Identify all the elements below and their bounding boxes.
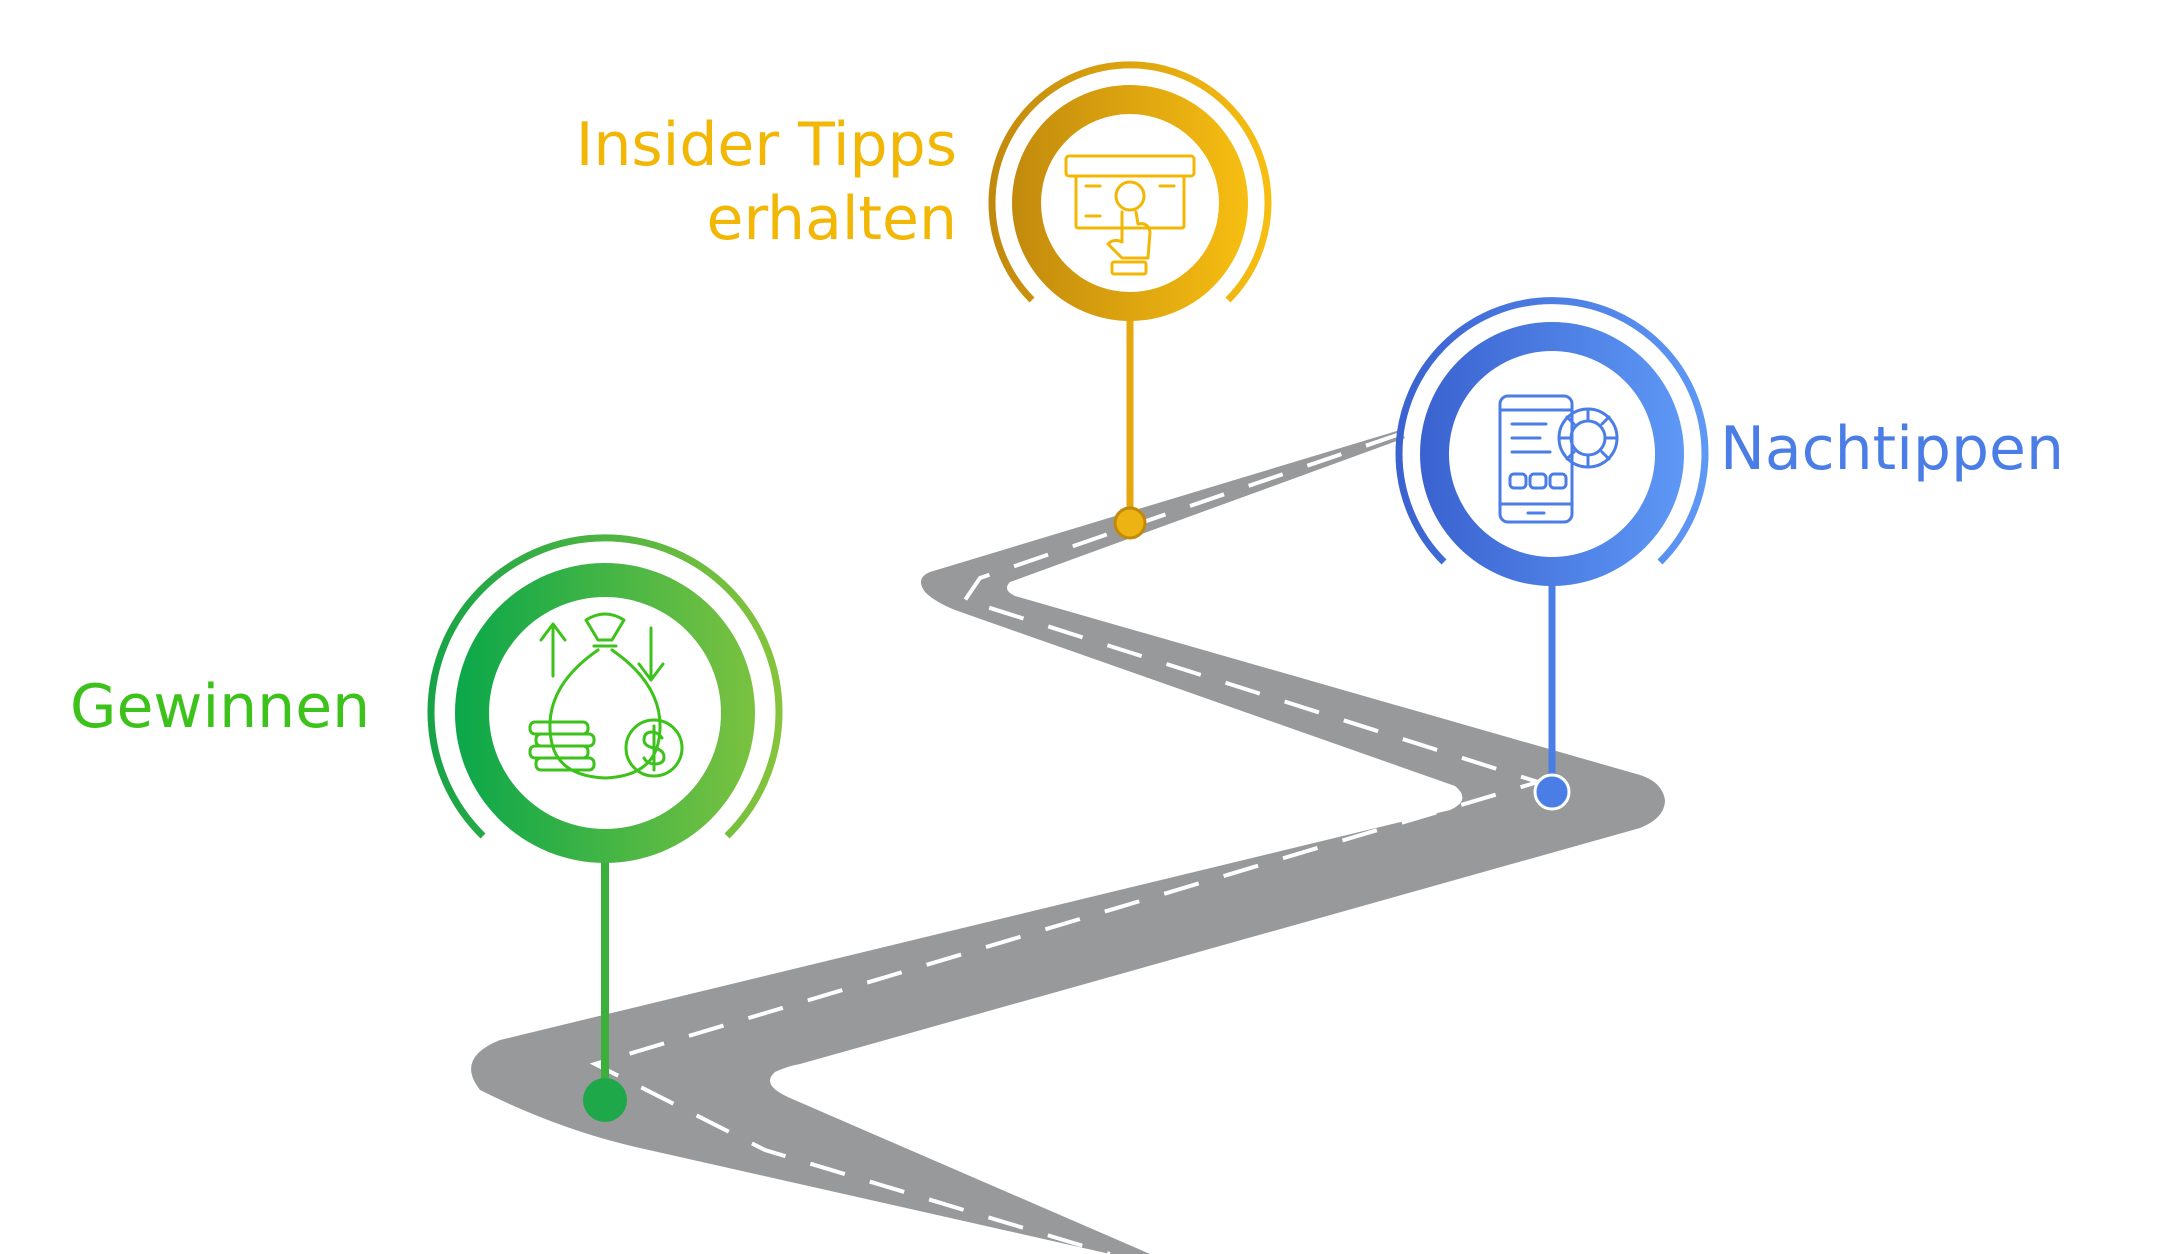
pin-dot [1533, 773, 1571, 811]
atm-cash-withdrawal-icon [1064, 154, 1196, 276]
outer-arc [1395, 297, 1709, 565]
ring-inner [489, 597, 721, 829]
label-insider-line2: erhalten [706, 184, 957, 254]
money-bag-coins-icon [528, 612, 684, 780]
milestone-gewinnen [427, 534, 783, 1122]
milestone-insider [988, 61, 1272, 540]
outer-arc [988, 61, 1272, 303]
label-insider-tipps: Insider Tipps erhalten [576, 108, 957, 256]
mobile-casino-chip-icon [1498, 394, 1619, 524]
ring-inner [1041, 114, 1219, 292]
ring-inner [1449, 351, 1655, 557]
road-surface [471, 430, 1666, 1254]
outer-arc [427, 534, 783, 839]
label-gewinnen: Gewinnen [70, 672, 371, 742]
label-nachtippen: Nachtippen [1720, 414, 2064, 484]
milestone-nachtippen [1395, 297, 1709, 811]
pin-dot [583, 1078, 627, 1122]
label-insider-line1: Insider Tipps [575, 110, 957, 180]
pin-dot [1113, 506, 1147, 540]
